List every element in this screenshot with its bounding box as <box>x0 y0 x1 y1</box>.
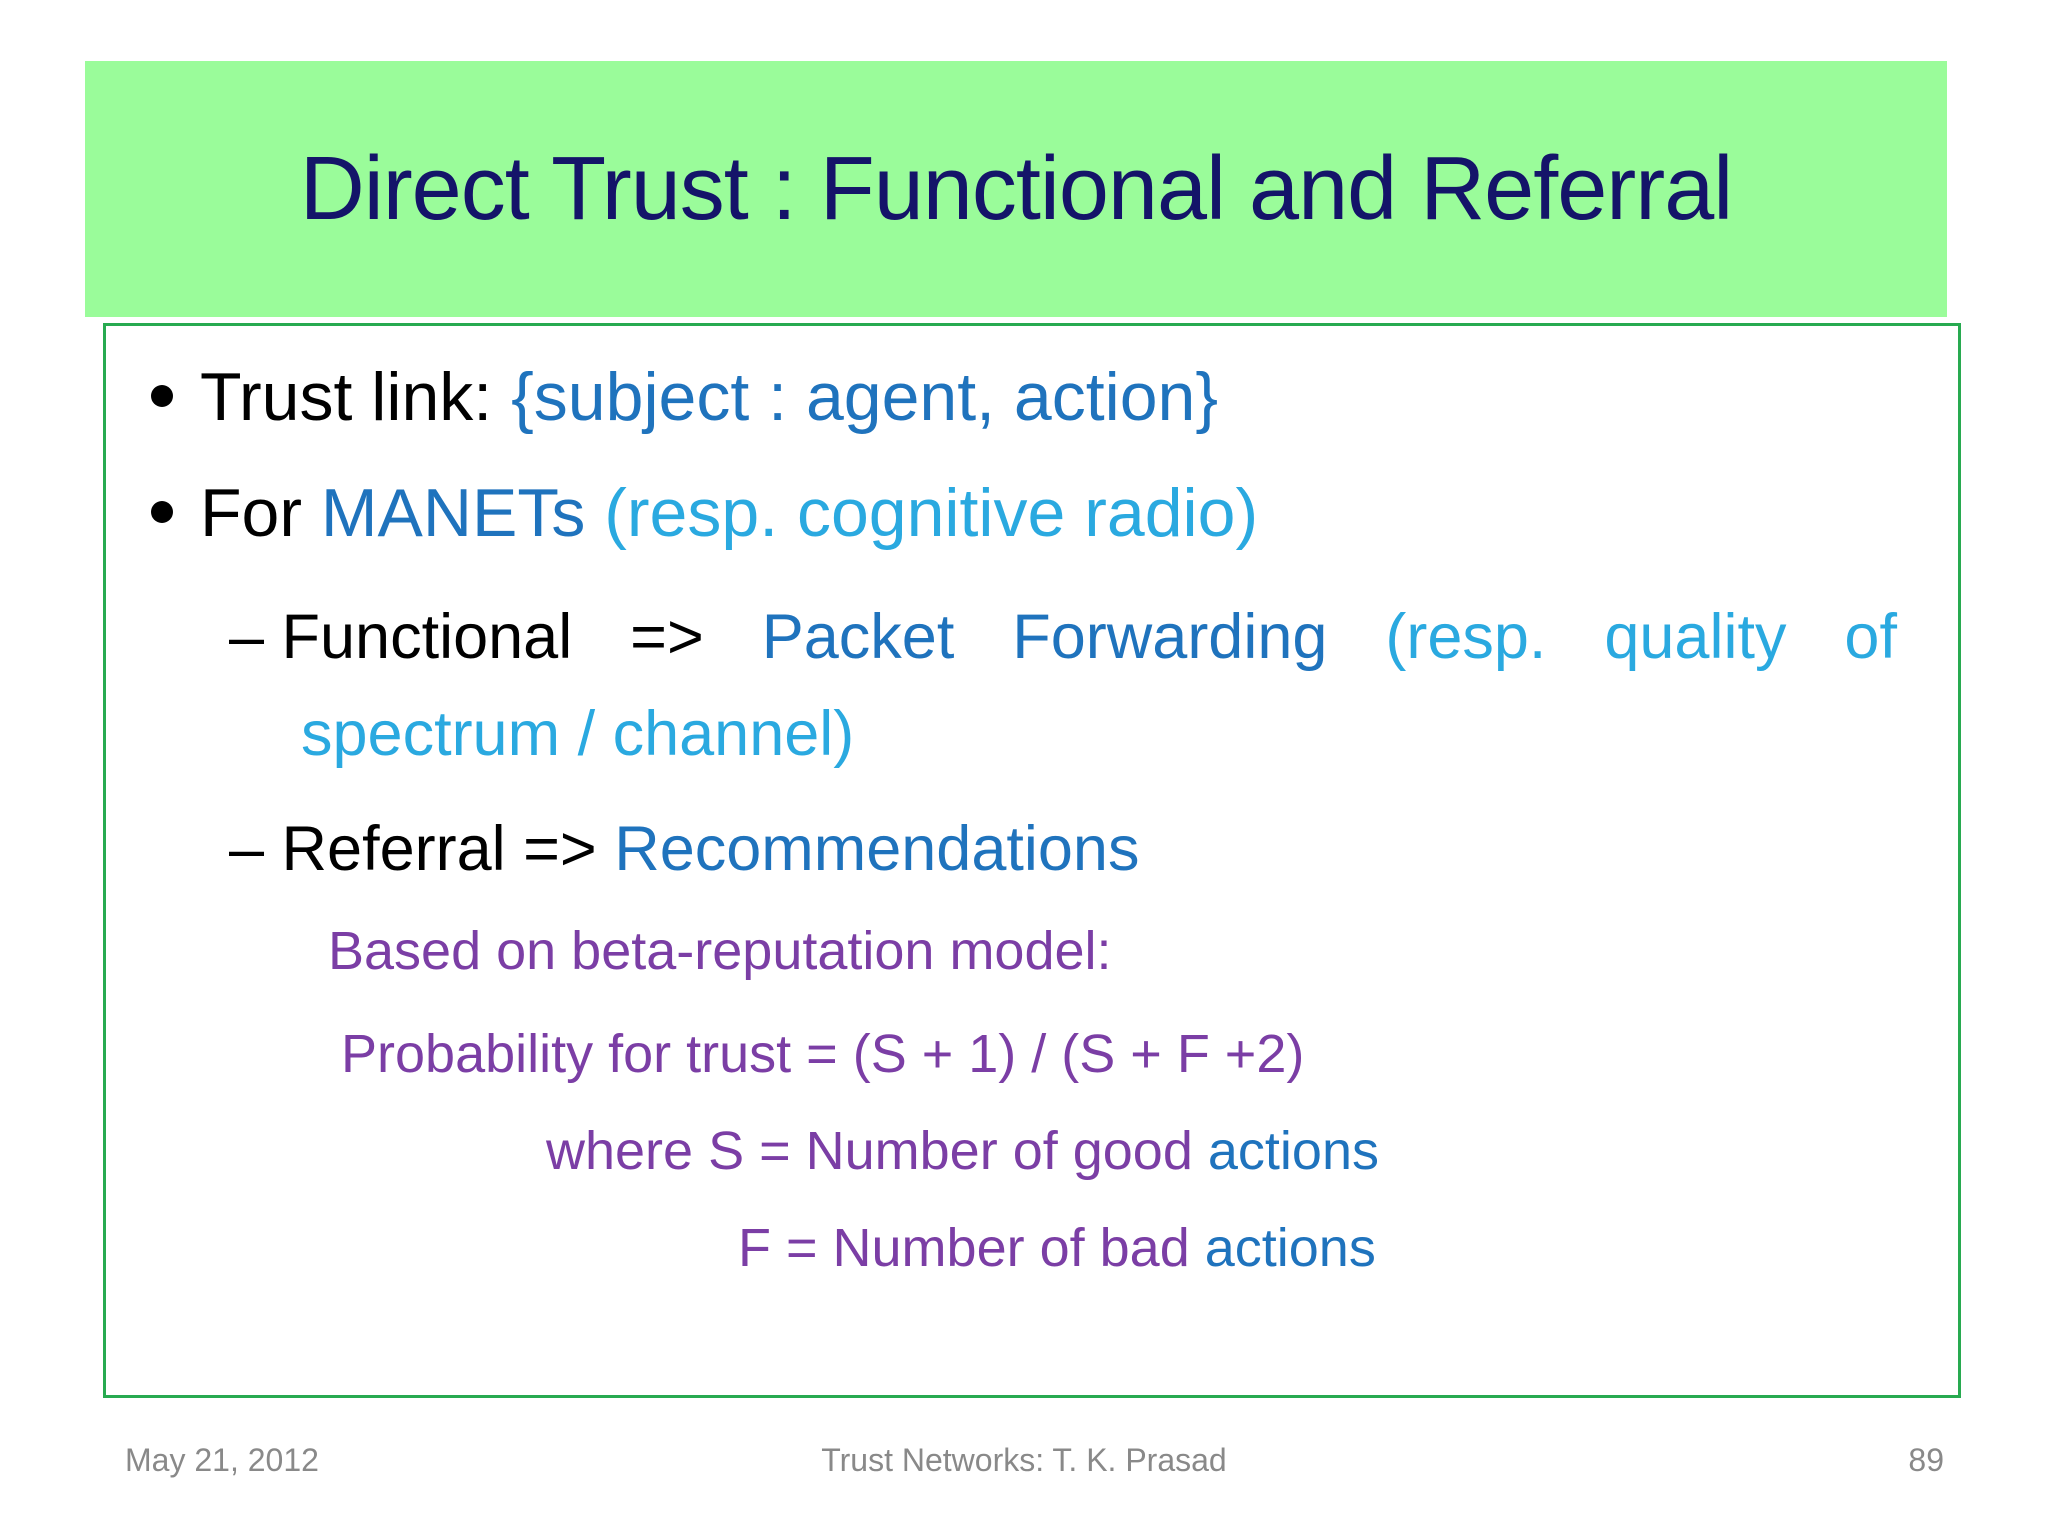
bullet-item-trust-link: Trust link: {subject : agent, action} <box>151 358 1218 436</box>
functional-word-1: => <box>630 602 704 672</box>
where-s-line: where S = Number of good actions <box>546 1120 1379 1182</box>
functional-word-4: (resp. <box>1385 602 1547 672</box>
footer-page-number: 89 <box>1908 1442 1944 1478</box>
footer-title: Trust Networks: T. K. Prasad <box>821 1442 1227 1478</box>
where-s-prefix: where S = Number of good <box>546 1121 1208 1181</box>
functional-justified-row: – Functional => Packet Forwarding (resp.… <box>229 601 1897 673</box>
where-f-line: F = Number of bad actions <box>738 1217 1376 1279</box>
manets-text: For MANETs (resp. cognitive radio) <box>200 474 1258 552</box>
slide-footer: May 21, 2012 Trust Networks: T. K. Prasa… <box>0 1442 2048 1492</box>
manets-paren: (resp. cognitive radio) <box>604 475 1259 551</box>
trust-link-text: Trust link: {subject : agent, action} <box>200 358 1218 436</box>
actions-term-bad: actions <box>1204 1218 1376 1278</box>
functional-word-0: – Functional <box>229 602 573 672</box>
trust-link-label: Trust link: <box>200 359 512 435</box>
functional-word-5: quality <box>1604 602 1787 672</box>
where-f-prefix: F = Number of bad <box>738 1218 1205 1278</box>
manets-prefix: For <box>200 475 321 551</box>
functional-word-3: Forwarding <box>1012 602 1328 672</box>
functional-line: – Functional => Packet Forwarding (resp.… <box>229 601 1897 673</box>
referral-label: – Referral => <box>229 814 615 884</box>
manets-term: MANETs <box>320 475 605 551</box>
actions-term-good: actions <box>1207 1121 1379 1181</box>
probability-line: Probability for trust = (S + 1) / (S + F… <box>341 1024 1305 1084</box>
referral-value: Recommendations <box>614 814 1140 884</box>
functional-word-2: Packet <box>761 602 955 672</box>
footer-date: May 21, 2012 <box>125 1442 319 1478</box>
bullet-item-manets: For MANETs (resp. cognitive radio) <box>151 474 1258 552</box>
content-box: Trust link: {subject : agent, action} Fo… <box>103 323 1961 1398</box>
slide-title: Direct Trust : Functional and Referral <box>299 138 1734 239</box>
bullet-dot-icon <box>151 501 173 523</box>
beta-model-line: Based on beta-reputation model: <box>328 921 1112 981</box>
functional-word-6: of <box>1844 602 1897 672</box>
title-bar: Direct Trust : Functional and Referral <box>85 61 1947 317</box>
spectrum-line: spectrum / channel) <box>301 699 855 769</box>
referral-line: – Referral => Recommendations <box>229 813 1139 885</box>
bullet-dot-icon <box>151 385 173 407</box>
trust-link-value: {subject : agent, action} <box>511 359 1219 435</box>
